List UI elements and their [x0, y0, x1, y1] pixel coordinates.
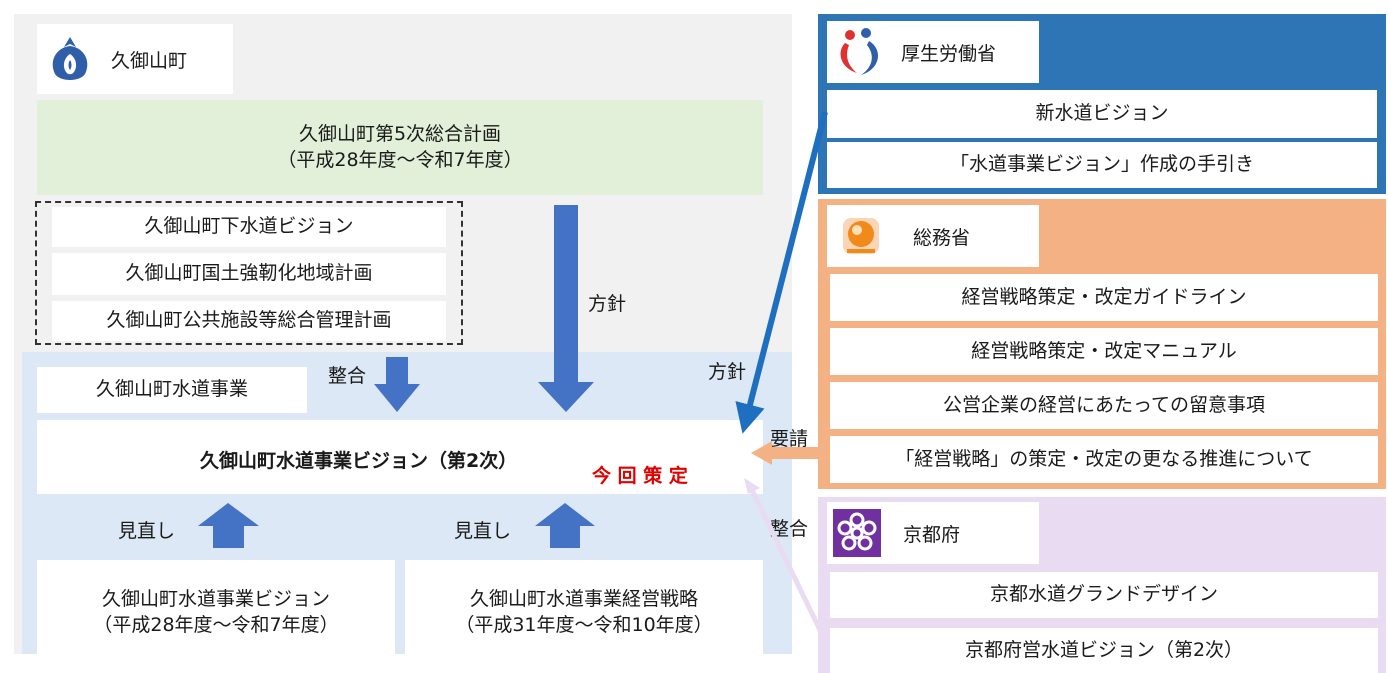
policy-label-mhlw: 方針	[708, 361, 747, 383]
general-plan-title: 久御山町第5次総合計画	[298, 122, 502, 145]
request-label-mic: 要請	[770, 428, 809, 450]
water-business-label: 久御山町水道事業	[37, 367, 307, 413]
review-label-right: 見直し	[454, 520, 512, 542]
kyoto-header: 京都府	[827, 502, 1039, 564]
kyoto-name: 京都府	[903, 523, 961, 546]
current-plan-badge: 今 回 策 定	[592, 465, 688, 487]
strategy-period: （平成31年度～令和10年度）	[455, 614, 713, 636]
vision-2nd-title: 久御山町水道事業ビジョン（第2次）	[200, 450, 518, 472]
old-vision-title: 久御山町水道事業ビジョン	[101, 588, 330, 611]
general-plan-box: 久御山町第5次総合計画 （平成28年度～令和7年度）	[37, 100, 763, 195]
mhlw-name: 厚生労働省	[901, 42, 997, 65]
mhlw-header: 厚生労働省	[827, 21, 1039, 83]
mhlw-logo-icon	[833, 25, 887, 79]
mic-item-2: 経営戦略策定・改定マニュアル	[830, 328, 1378, 375]
kyoto-emblem-icon	[833, 509, 881, 557]
kyoto-integration-arrow	[749, 488, 823, 632]
old-vision-box: 久御山町水道事業ビジョン （平成28年度～令和7年度）	[37, 560, 395, 666]
old-vision-period: （平成28年度～令和7年度）	[93, 614, 339, 636]
town-emblem-icon	[45, 34, 95, 84]
related-plan-resilience: 久御山町国土強靭化地域計画	[52, 253, 446, 295]
related-plan-facilities: 久御山町公共施設等総合管理計画	[52, 301, 446, 341]
kyoto-item-2: 京都府営水道ビジョン（第2次）	[830, 628, 1378, 673]
kyoto-integration-arrowhead	[744, 478, 760, 494]
mic-logo-icon	[841, 216, 881, 256]
kyoto-item-1: 京都水道グランドデザイン	[830, 572, 1378, 618]
town-name: 久御山町	[111, 49, 188, 72]
strategy-title: 久御山町水道事業経営戦略	[469, 588, 698, 611]
policy-down-arrow	[538, 205, 594, 412]
mhlw-policy-arrow	[735, 111, 828, 434]
policy-label-vertical: 方針	[588, 293, 627, 315]
general-plan-period: （平成28年度～令和7年度）	[277, 148, 523, 171]
mic-header: 総務省	[827, 205, 1039, 267]
integration-label-kyoto: 整合	[770, 518, 809, 540]
mic-request-arrow	[751, 441, 818, 465]
vision-2nd-box	[37, 420, 763, 494]
mic-item-3: 公営企業の経営にあたっての留意事項	[830, 382, 1378, 429]
mhlw-item-1: 新水道ビジョン	[827, 90, 1377, 138]
mic-item-4: 「経営戦略」の策定・改定の更なる推進について	[830, 436, 1378, 483]
review-label-left: 見直し	[118, 520, 176, 542]
strategy-box: 久御山町水道事業経営戦略 （平成31年度～令和10年度）	[405, 560, 763, 666]
review-up-arrow-left	[198, 503, 259, 548]
mic-name: 総務省	[913, 226, 971, 249]
town-header: 久御山町	[37, 24, 233, 94]
review-up-arrow-right	[535, 503, 595, 548]
related-plan-sewer: 久御山町下水道ビジョン	[52, 207, 446, 247]
mhlw-item-2: 「水道事業ビジョン」作成の手引き	[827, 142, 1377, 188]
integration-down-arrow	[374, 357, 420, 412]
mic-item-1: 経営戦略策定・改定ガイドライン	[830, 274, 1378, 321]
integration-label-dashed: 整合	[328, 365, 367, 387]
